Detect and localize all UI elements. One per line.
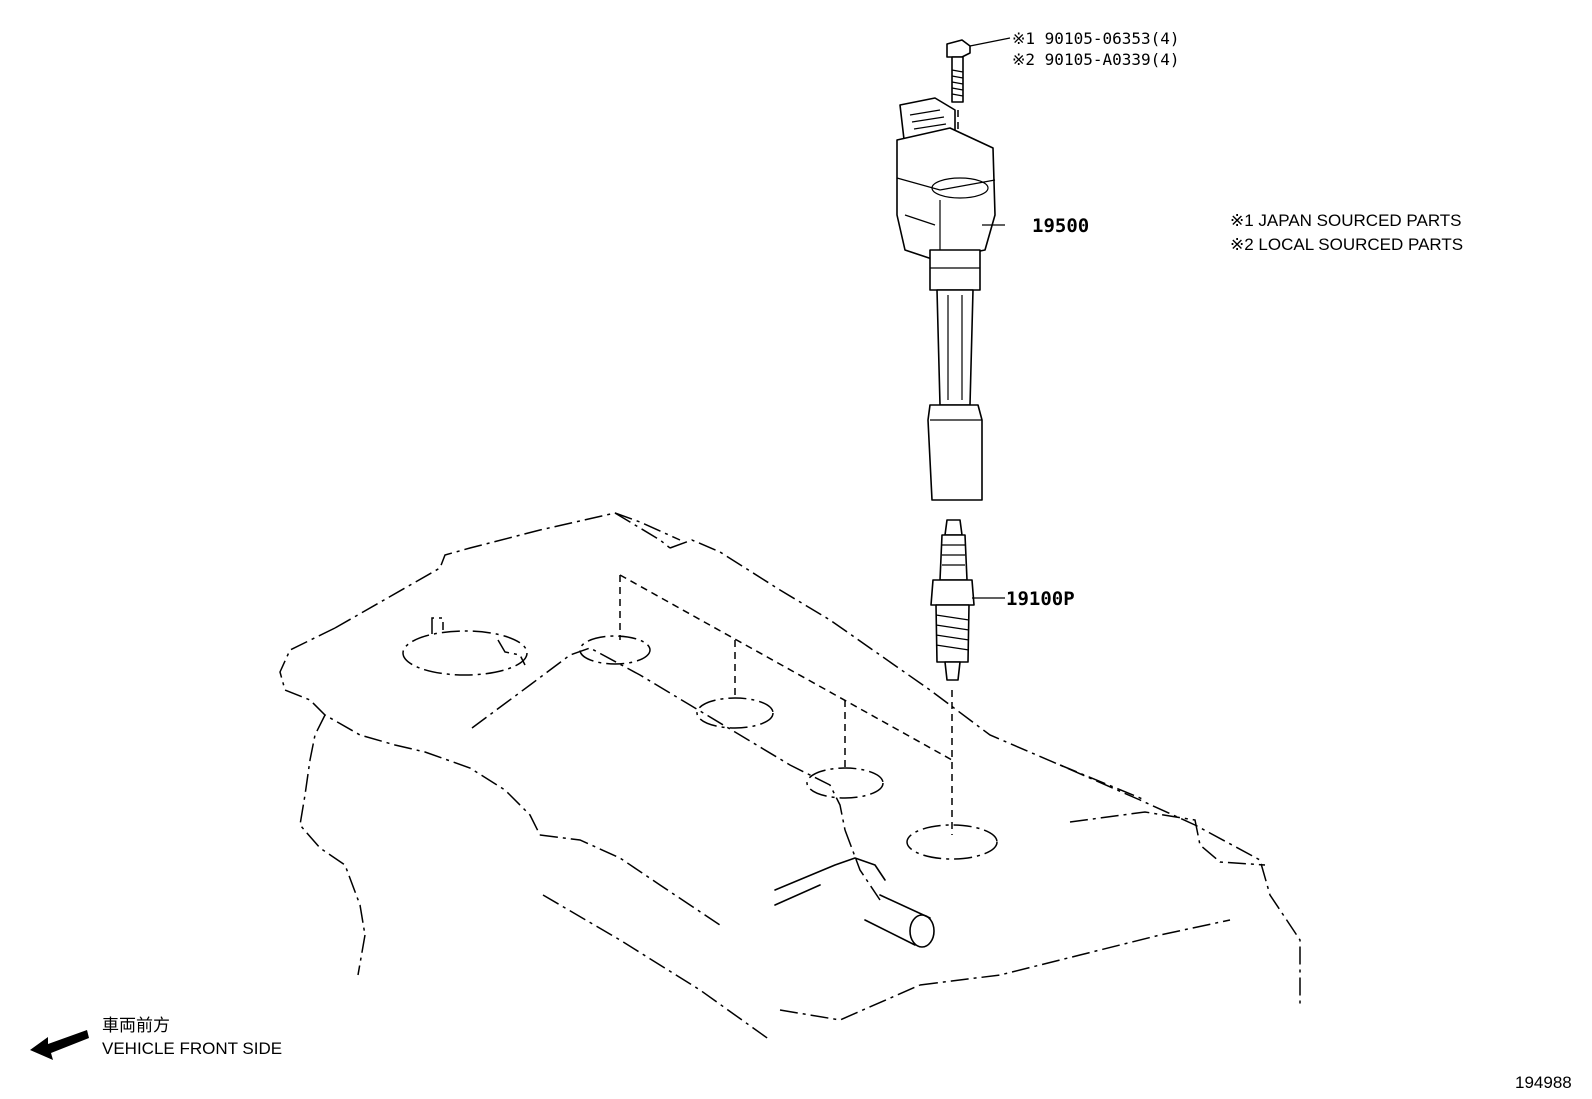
bolt-part-number-japan: ※1 90105-06353(4) bbox=[1012, 29, 1180, 48]
spark-plug-part-number: 19100P bbox=[1006, 588, 1075, 610]
note-japan-sourced: ※1 JAPAN SOURCED PARTS bbox=[1230, 211, 1462, 230]
ignition-coil bbox=[896, 97, 1005, 501]
cylinder-head-outline bbox=[279, 512, 1301, 1041]
illustration-number: 194988 bbox=[1515, 1073, 1572, 1092]
bolt-part-number-local: ※2 90105-A0339(4) bbox=[1012, 50, 1180, 69]
bolt-leader bbox=[969, 37, 1011, 47]
spark-plug bbox=[930, 519, 1005, 681]
vehicle-front-label-jp: 車両前方 bbox=[102, 1016, 170, 1035]
vehicle-front-label-en: VEHICLE FRONT SIDE bbox=[102, 1039, 282, 1058]
arrow-left-icon bbox=[30, 1030, 89, 1060]
bolt bbox=[946, 39, 971, 200]
ignition-coil-part-number: 19500 bbox=[1032, 215, 1089, 237]
note-local-sourced: ※2 LOCAL SOURCED PARTS bbox=[1230, 235, 1463, 254]
